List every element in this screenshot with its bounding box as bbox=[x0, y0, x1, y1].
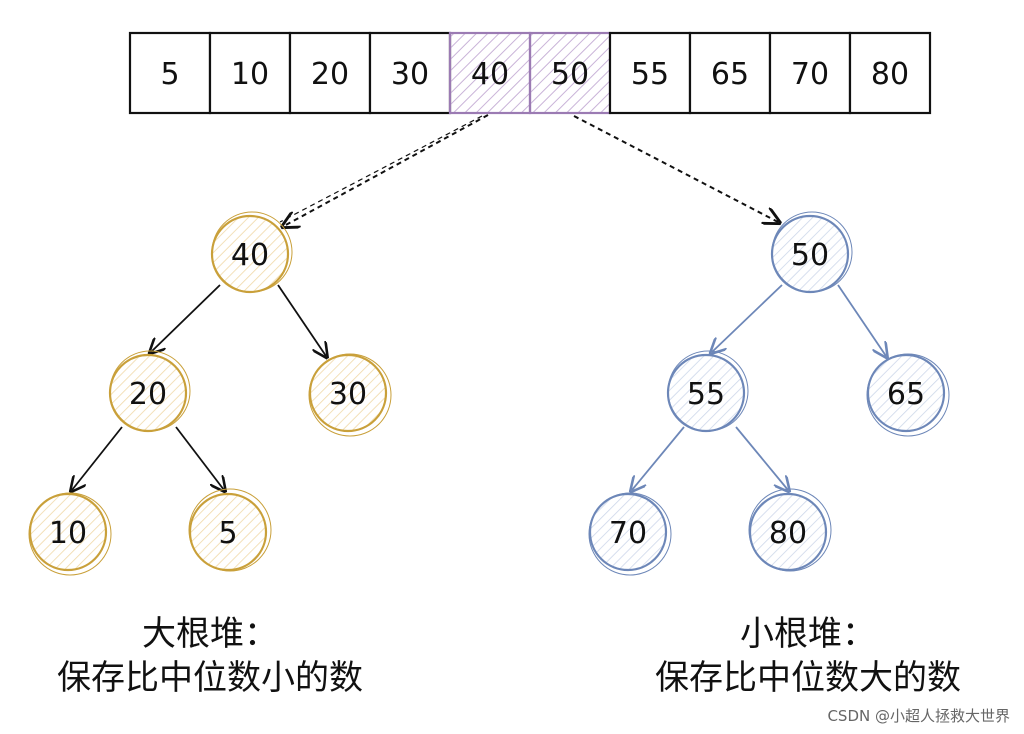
edge-40-20 bbox=[151, 284, 221, 352]
heap-node: 55 bbox=[666, 350, 749, 433]
node-circle-sketch bbox=[308, 353, 392, 437]
heap-node: 10 bbox=[28, 492, 112, 576]
node-circle-sketch bbox=[748, 488, 832, 572]
node-value: 65 bbox=[887, 377, 925, 412]
node-circle bbox=[866, 353, 946, 433]
array-cell-highlighted: 50 bbox=[528, 31, 612, 115]
edge-50-65 bbox=[837, 284, 886, 356]
edge-20-5 bbox=[175, 426, 224, 490]
heap-node: 30 bbox=[308, 353, 392, 437]
node-circle bbox=[748, 492, 828, 572]
min-heap-caption-title: 小根堆： bbox=[740, 614, 876, 654]
node-circle-sketch bbox=[211, 211, 293, 293]
array-cell-value: 40 bbox=[471, 57, 509, 92]
array-cell: 10 bbox=[208, 31, 292, 115]
node-value: 40 bbox=[231, 238, 269, 273]
watermark: CSDN @小超人拯救大世界 bbox=[827, 707, 1010, 725]
node-circle-sketch bbox=[109, 350, 191, 432]
array-cell-box bbox=[768, 31, 852, 115]
node-circle-sketch bbox=[188, 488, 272, 572]
array-cell-box bbox=[208, 31, 292, 115]
array-cell-box bbox=[608, 31, 692, 115]
max-heap: 40 20 30 10 5 bbox=[28, 211, 392, 576]
heap-node: 20 bbox=[108, 350, 191, 433]
array-cell: 5 bbox=[128, 31, 212, 115]
node-circle-sketch bbox=[667, 350, 749, 432]
array-cell-box-highlighted bbox=[448, 31, 532, 115]
node-value: 80 bbox=[769, 516, 807, 551]
array-cell-highlighted: 40 bbox=[448, 31, 532, 115]
dashed-arrow-to-min-heap bbox=[573, 115, 778, 222]
max-heap-caption-desc: 保存比中位数小的数 bbox=[57, 658, 363, 698]
dashed-arrow-to-max-heap-secondary bbox=[279, 115, 483, 223]
node-value: 50 bbox=[791, 238, 829, 273]
array-cell: 65 bbox=[688, 31, 772, 115]
node-value: 10 bbox=[49, 516, 87, 551]
min-heap-caption-desc: 保存比中位数大的数 bbox=[655, 658, 961, 698]
node-circle bbox=[308, 353, 388, 433]
heap-node: 80 bbox=[748, 488, 832, 572]
max-heap-caption-title: 大根堆： bbox=[142, 614, 278, 654]
edge-55-80 bbox=[735, 426, 788, 490]
array-cell: 55 bbox=[608, 31, 692, 115]
node-value: 70 bbox=[609, 516, 647, 551]
array-cell-box bbox=[128, 31, 212, 115]
edge-50-55 bbox=[712, 284, 783, 352]
array-cell-value: 5 bbox=[160, 57, 179, 92]
array-cell-value: 30 bbox=[391, 57, 429, 92]
node-circle bbox=[188, 492, 268, 572]
median-arrows bbox=[279, 114, 778, 226]
node-circle-sketch bbox=[771, 211, 853, 293]
node-circle bbox=[28, 492, 108, 572]
edge-20-10 bbox=[72, 426, 123, 490]
max-heap-edges bbox=[72, 284, 326, 490]
heap-node-root: 40 bbox=[210, 211, 293, 294]
heap-node: 70 bbox=[588, 492, 672, 576]
node-circle-sketch bbox=[28, 492, 112, 576]
array-cell-box bbox=[368, 31, 452, 115]
sorted-array: 5 10 20 30 40 50 55 65 bbox=[128, 31, 932, 115]
array-cell: 20 bbox=[288, 31, 372, 115]
node-circle-sketch bbox=[866, 353, 950, 437]
node-value: 30 bbox=[329, 377, 367, 412]
dashed-arrow-to-max-heap bbox=[284, 114, 489, 226]
max-heap-caption: 大根堆： 保存比中位数小的数 bbox=[30, 612, 390, 700]
node-circle bbox=[588, 492, 668, 572]
array-cell: 30 bbox=[368, 31, 452, 115]
array-cell: 70 bbox=[768, 31, 852, 115]
edge-40-30 bbox=[277, 284, 326, 356]
array-cell-value: 20 bbox=[311, 57, 349, 92]
array-cell-value: 70 bbox=[791, 57, 829, 92]
heap-node-root: 50 bbox=[770, 211, 853, 294]
array-cell-value: 65 bbox=[711, 57, 749, 92]
array-cell-value: 55 bbox=[631, 57, 669, 92]
array-cell-box bbox=[848, 31, 932, 115]
node-value: 55 bbox=[687, 377, 725, 412]
min-heap-edges bbox=[632, 284, 886, 490]
array-cell: 80 bbox=[848, 31, 932, 115]
array-cell-value: 10 bbox=[231, 57, 269, 92]
array-cell-value: 50 bbox=[551, 57, 589, 92]
min-heap-caption: 小根堆： 保存比中位数大的数 bbox=[628, 612, 988, 700]
heap-node: 5 bbox=[188, 488, 272, 572]
edge-55-70 bbox=[632, 426, 685, 490]
heap-node: 65 bbox=[866, 353, 950, 437]
array-cell-value: 80 bbox=[871, 57, 909, 92]
node-circle-sketch bbox=[588, 492, 672, 576]
node-value: 20 bbox=[129, 377, 167, 412]
node-value: 5 bbox=[218, 516, 237, 551]
array-cell-box bbox=[288, 31, 372, 115]
min-heap: 50 55 65 70 80 bbox=[588, 211, 950, 576]
